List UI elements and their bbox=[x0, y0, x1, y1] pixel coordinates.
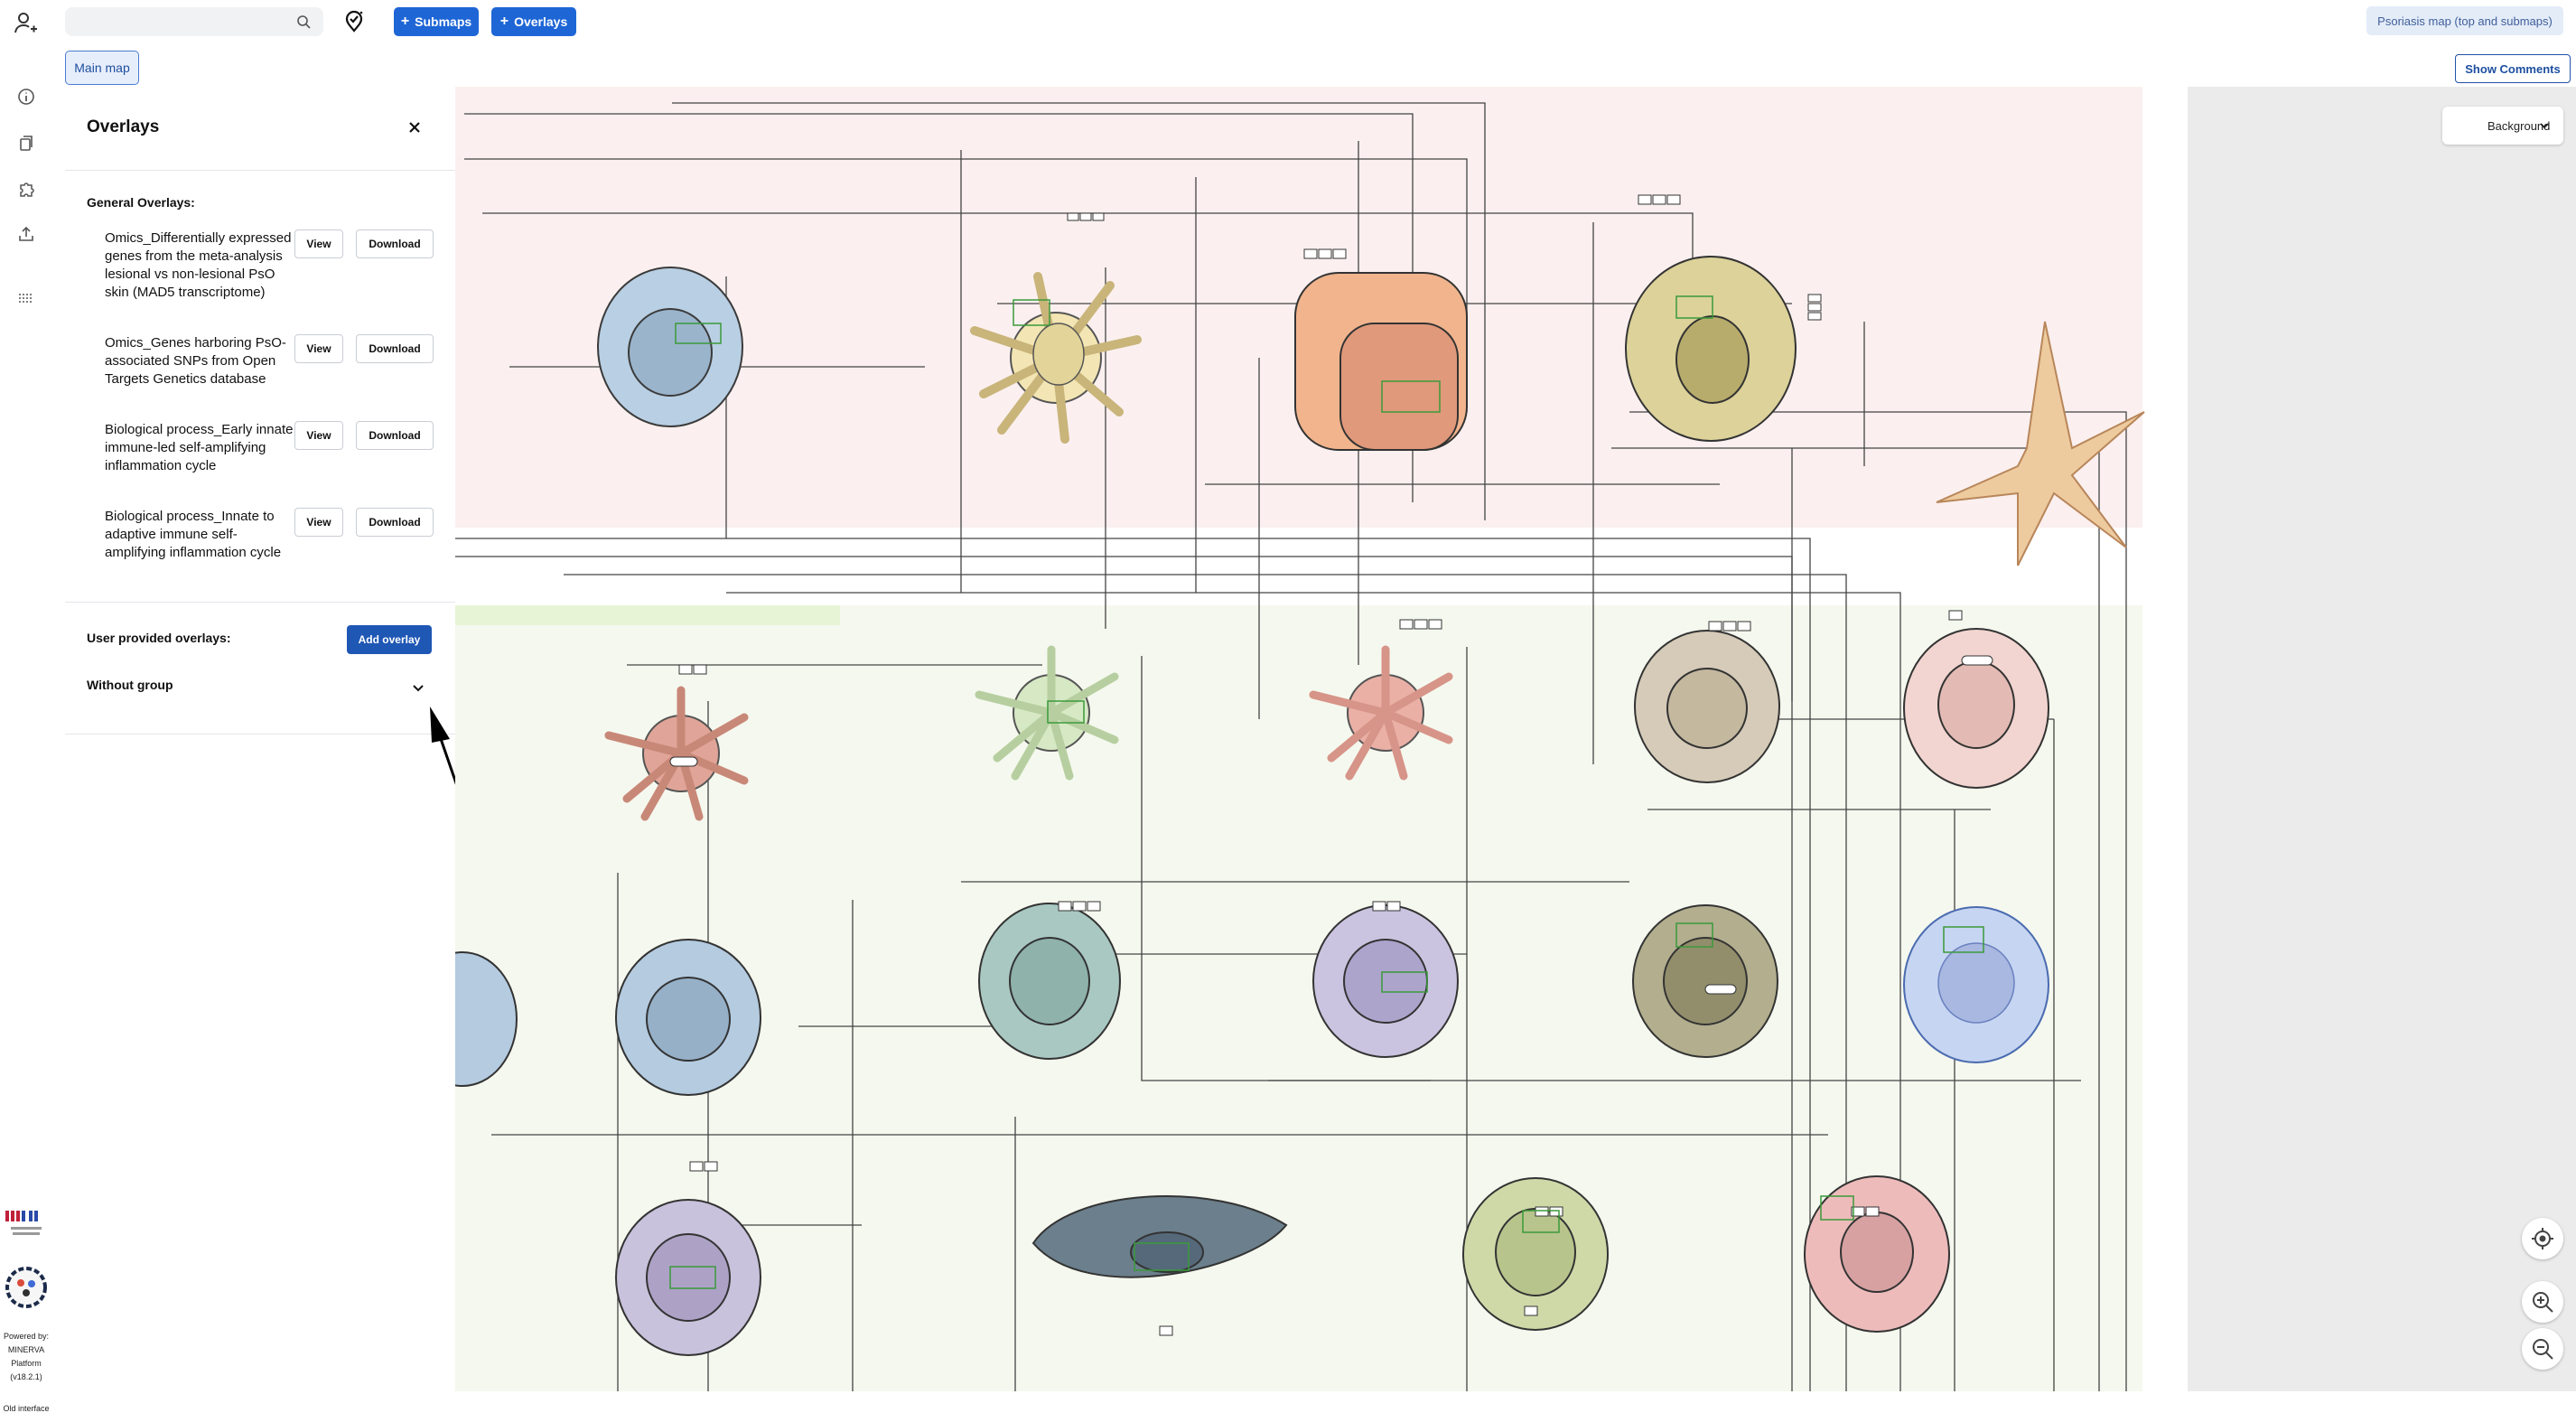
plus-icon: + bbox=[400, 14, 410, 29]
cell-glyph[interactable] bbox=[1634, 630, 1780, 783]
zoom-in-button[interactable] bbox=[2522, 1281, 2563, 1323]
plus-icon: + bbox=[499, 14, 509, 29]
cell-glyph[interactable] bbox=[1309, 645, 1453, 781]
overlay-name: Biological process_Early innate immune-l… bbox=[105, 422, 294, 473]
background-select[interactable]: Background bbox=[2442, 107, 2563, 145]
overlays-label: Overlays bbox=[514, 14, 568, 29]
cell-glyph[interactable] bbox=[1936, 321, 2145, 566]
minerva-logo bbox=[5, 1267, 47, 1308]
zoom-in-icon bbox=[2533, 1292, 2553, 1313]
pathway-map-canvas[interactable] bbox=[455, 87, 2188, 1391]
cell-glyph[interactable] bbox=[1294, 272, 1468, 451]
pathway-diagram[interactable] bbox=[455, 87, 2188, 1391]
location-pin-icon[interactable] bbox=[341, 8, 367, 33]
university-logo bbox=[5, 1211, 42, 1235]
compartment-band bbox=[455, 605, 840, 625]
info-icon[interactable] bbox=[16, 87, 36, 107]
overlay-name: Omics_Genes harboring PsO-associated SNP… bbox=[105, 335, 286, 387]
powered-by-line: Powered by: bbox=[3, 1332, 50, 1341]
left-navigation-rail: Powered by: MINERVA Platform (v18.2.1) O… bbox=[0, 49, 66, 1413]
drawer-title: Overlays bbox=[87, 117, 160, 136]
divider bbox=[65, 734, 455, 735]
cell-glyph[interactable] bbox=[975, 645, 1119, 781]
user-icon[interactable] bbox=[13, 9, 40, 36]
powered-by-text: Powered by: MINERVA Platform (v18.2.1) bbox=[0, 1330, 52, 1384]
overlay-name: Omics_Differentially expressed genes fro… bbox=[105, 230, 292, 300]
close-icon[interactable] bbox=[403, 116, 426, 139]
cell-glyph[interactable] bbox=[455, 951, 518, 1087]
cell-glyph[interactable] bbox=[1031, 1195, 1288, 1278]
old-interface-link[interactable]: Old interface bbox=[3, 1404, 50, 1413]
overlays-button[interactable]: + Overlays bbox=[491, 7, 576, 36]
map-tab-row: Main map Show Comments bbox=[65, 49, 2576, 88]
overlay-view-button[interactable]: View bbox=[294, 229, 343, 258]
overlay-group-toggle[interactable]: Without group bbox=[87, 678, 173, 692]
overlay-view-button[interactable]: View bbox=[294, 508, 343, 537]
cell-glyph[interactable] bbox=[604, 686, 749, 821]
user-overlays-label: User provided overlays: bbox=[87, 631, 231, 645]
cell-glyph[interactable] bbox=[1632, 904, 1778, 1058]
overlay-download-button[interactable]: Download bbox=[356, 508, 434, 537]
molecule-nodes[interactable] bbox=[669, 194, 1993, 1336]
cell-glyph[interactable] bbox=[1903, 906, 2049, 1063]
locate-button[interactable] bbox=[2522, 1218, 2563, 1259]
powered-by-line: MINERVA bbox=[7, 1345, 45, 1354]
puzzle-icon[interactable] bbox=[16, 179, 36, 199]
search-field[interactable] bbox=[65, 7, 323, 36]
show-comments-button[interactable]: Show Comments bbox=[2455, 54, 2571, 83]
cell-glyph[interactable] bbox=[1804, 1175, 1950, 1333]
divider bbox=[65, 170, 455, 171]
cell-glyph[interactable] bbox=[970, 272, 1142, 444]
search-icon[interactable] bbox=[296, 14, 311, 29]
zoom-out-icon bbox=[2533, 1339, 2553, 1360]
cell-glyph[interactable] bbox=[1625, 256, 1797, 442]
add-overlay-button[interactable]: Add overlay bbox=[347, 625, 432, 654]
overlay-name: Biological process_Innate to adaptive im… bbox=[105, 509, 282, 560]
submaps-button[interactable]: + Submaps bbox=[394, 7, 479, 36]
highlight-boxes bbox=[669, 295, 1984, 1289]
general-overlays-label: General Overlays: bbox=[87, 195, 195, 210]
chevron-down-icon[interactable] bbox=[410, 679, 426, 696]
submaps-label: Submaps bbox=[415, 14, 472, 29]
top-bar: + Submaps + Overlays Psoriasis map (top … bbox=[0, 0, 2576, 50]
powered-by-line: (v18.2.1) bbox=[10, 1372, 42, 1381]
divider bbox=[65, 602, 455, 603]
zoom-out-button[interactable] bbox=[2522, 1328, 2563, 1370]
overlay-download-button[interactable]: Download bbox=[356, 421, 434, 450]
search-input[interactable] bbox=[76, 11, 287, 34]
legend-icon[interactable] bbox=[16, 287, 36, 307]
overlay-download-button[interactable]: Download bbox=[356, 334, 434, 363]
cell-glyph[interactable] bbox=[615, 939, 761, 1096]
cell-glyph[interactable] bbox=[1462, 1177, 1609, 1331]
overlays-drawer: Overlays General Overlays: Omics_Differe… bbox=[65, 87, 491, 1391]
chevron-down-icon bbox=[2540, 123, 2549, 129]
cell-glyph[interactable] bbox=[597, 267, 743, 427]
project-name-badge[interactable]: Psoriasis map (top and submaps) bbox=[2366, 6, 2563, 35]
tab-main-map[interactable]: Main map bbox=[65, 51, 139, 85]
powered-by-line: Platform bbox=[11, 1359, 42, 1368]
export-icon[interactable] bbox=[16, 224, 36, 244]
cell-glyph[interactable] bbox=[1903, 628, 2049, 789]
overlay-view-button[interactable]: View bbox=[294, 334, 343, 363]
overlay-download-button[interactable]: Download bbox=[356, 229, 434, 258]
overlay-view-button[interactable]: View bbox=[294, 421, 343, 450]
map-gutter bbox=[2188, 87, 2576, 1391]
background-label: Background bbox=[2487, 118, 2551, 133]
layers-icon[interactable] bbox=[16, 134, 36, 154]
cell-glyph[interactable] bbox=[1312, 904, 1459, 1058]
locate-icon bbox=[2532, 1228, 2553, 1249]
cell-glyph[interactable] bbox=[615, 1199, 761, 1356]
reaction-lines bbox=[455, 102, 2127, 1391]
cell-glyph[interactable] bbox=[978, 903, 1121, 1060]
